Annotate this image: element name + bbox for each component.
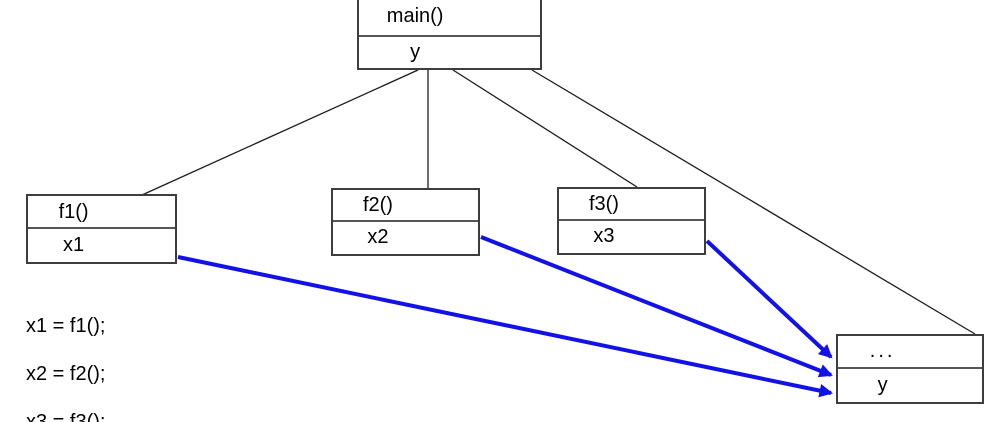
- node-f1-var: x1: [63, 234, 85, 256]
- node-f2-label: f2(): [333, 190, 478, 222]
- node-more-var: y: [877, 374, 888, 396]
- edge-main-to-more: [531, 69, 976, 335]
- edge-main-to-f3: [452, 69, 638, 188]
- node-more: ... y: [836, 334, 984, 404]
- node-main: main() y: [357, 0, 542, 70]
- node-f1-label: f1(): [28, 196, 175, 229]
- edge-main-to-f1: [141, 69, 419, 196]
- code-line-3: x3 = f3();: [26, 411, 106, 422]
- node-f3: f3() x3: [557, 187, 706, 255]
- arrow-x3-to-y: [705, 239, 833, 359]
- arrow-x1-to-y: [177, 255, 833, 398]
- node-f2-var: x2: [367, 226, 389, 248]
- arrow-x2-to-y: [480, 235, 833, 378]
- node-more-label: ...: [838, 336, 982, 369]
- node-f3-var: x3: [593, 225, 615, 247]
- code-line-2: x2 = f2();: [26, 363, 106, 385]
- node-main-label: main(): [359, 0, 540, 37]
- node-f1: f1() x1: [26, 194, 177, 264]
- node-f3-label: f3(): [559, 189, 704, 221]
- code-line-1: x1 = f1();: [26, 315, 106, 337]
- node-main-var: y: [410, 41, 421, 63]
- node-f2: f2() x2: [331, 188, 480, 256]
